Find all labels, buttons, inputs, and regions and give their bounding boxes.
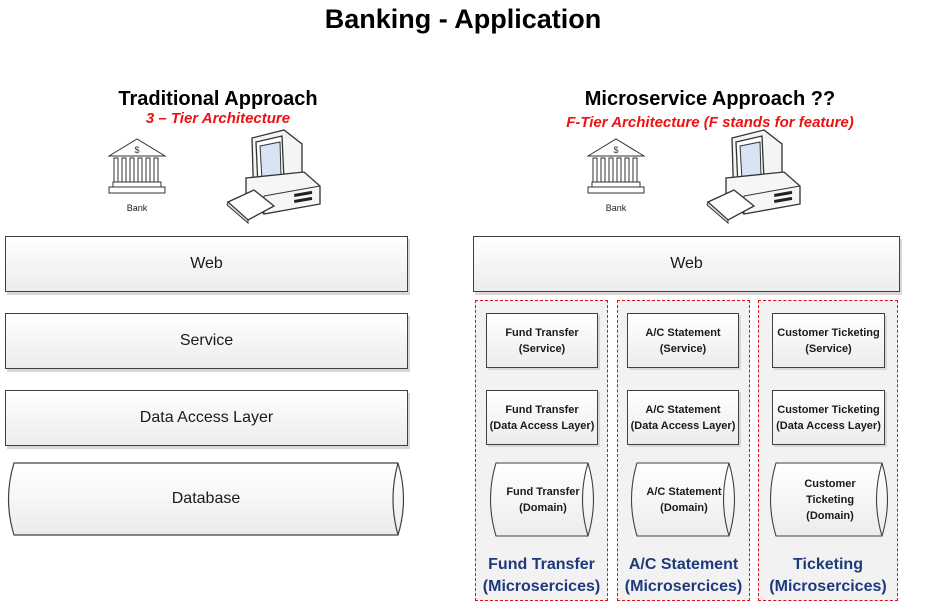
page-title: Banking - Application xyxy=(324,4,602,34)
microservice-subtitle: F-Tier Architecture (F stands for featur… xyxy=(566,114,854,131)
svc-line: (Data Access Layer) xyxy=(630,419,736,432)
bank-label: Bank xyxy=(605,203,627,213)
group-label-fund-transfer: Fund Transfer (Microsercices) xyxy=(475,554,608,598)
microservice-layer-web-label: Web xyxy=(670,255,703,272)
fund-transfer-dal: Fund Transfer (Data Access Layer) xyxy=(486,390,598,445)
layer-database: Database xyxy=(2,462,410,536)
bank-icon-group-microservice: $ Bank xyxy=(585,136,647,214)
svc-line: (Data Access Layer) xyxy=(489,419,595,432)
group-label-line: Fund Transfer xyxy=(488,556,595,573)
ticketing-service: Customer Ticketing (Service) xyxy=(772,313,885,368)
traditional-title: Traditional Approach xyxy=(118,88,318,110)
bank-icon: $ xyxy=(107,138,167,194)
fund-transfer-service: Fund Transfer (Service) xyxy=(486,313,598,368)
group-label-line: A/C Statement xyxy=(628,556,739,573)
layer-service-label: Service xyxy=(179,332,234,349)
database-cylinder-icon xyxy=(631,462,735,537)
group-label-ac-statement: A/C Statement (Microsercices) xyxy=(617,554,750,598)
svc-line: (Service) xyxy=(518,342,566,355)
ac-statement-domain: A/C Statement (Domain) xyxy=(627,462,741,537)
database-cylinder-icon xyxy=(490,462,594,537)
svc-line: Customer xyxy=(804,477,856,490)
database-cylinder-icon xyxy=(7,462,405,536)
bank-label: Bank xyxy=(126,203,148,213)
svc-line: (Domain) xyxy=(806,509,854,522)
svc-line: Fund Transfer xyxy=(505,403,579,416)
svg-text:$: $ xyxy=(613,145,618,155)
computer-icon xyxy=(224,128,324,229)
layer-data-access-label: Data Access Layer xyxy=(139,409,274,426)
layer-database-label: Database xyxy=(171,490,241,507)
svc-line: Fund Transfer xyxy=(506,485,580,498)
microservice-layer-web: Web xyxy=(473,236,900,292)
bank-icon-group-traditional: $ Bank xyxy=(106,136,168,214)
svc-line: (Service) xyxy=(805,342,852,355)
group-label-line: (Microsercices) xyxy=(624,578,743,595)
svc-line: Fund Transfer xyxy=(505,326,579,339)
svc-line: Customer Ticketing xyxy=(777,403,880,416)
svc-line: (Domain) xyxy=(519,501,567,514)
svc-line: (Service) xyxy=(659,342,707,355)
svc-line: Customer Ticketing xyxy=(777,326,880,339)
svc-line: (Data Access Layer) xyxy=(776,419,881,432)
fund-transfer-domain: Fund Transfer (Domain) xyxy=(486,462,600,537)
svc-line: Ticketing xyxy=(805,493,855,506)
svc-line: A/C Statement xyxy=(646,485,722,498)
layer-web: Web xyxy=(5,236,408,292)
svg-text:$: $ xyxy=(134,145,139,155)
svc-line: A/C Statement xyxy=(645,403,721,416)
svc-line: (Domain) xyxy=(660,501,708,514)
traditional-subtitle: 3 – Tier Architecture xyxy=(145,110,291,127)
layer-service: Service xyxy=(5,313,408,369)
group-label-ticketing: Ticketing (Microsercices) xyxy=(758,554,898,598)
ticketing-domain: Customer Ticketing (Domain) xyxy=(766,462,894,537)
computer-icon xyxy=(704,128,804,229)
group-label-line: Ticketing xyxy=(793,556,863,573)
ac-statement-dal: A/C Statement (Data Access Layer) xyxy=(627,390,739,445)
group-label-line: (Microsercices) xyxy=(482,578,601,595)
ac-statement-service: A/C Statement (Service) xyxy=(627,313,739,368)
database-cylinder-icon xyxy=(770,462,888,537)
layer-web-label: Web xyxy=(190,255,223,272)
group-label-line: (Microsercices) xyxy=(769,578,887,595)
svc-line: A/C Statement xyxy=(645,326,721,339)
layer-data-access: Data Access Layer xyxy=(5,390,408,446)
microservice-title: Microservice Approach ?? xyxy=(584,88,836,110)
bank-icon: $ xyxy=(586,138,646,194)
ticketing-dal: Customer Ticketing (Data Access Layer) xyxy=(772,390,885,445)
